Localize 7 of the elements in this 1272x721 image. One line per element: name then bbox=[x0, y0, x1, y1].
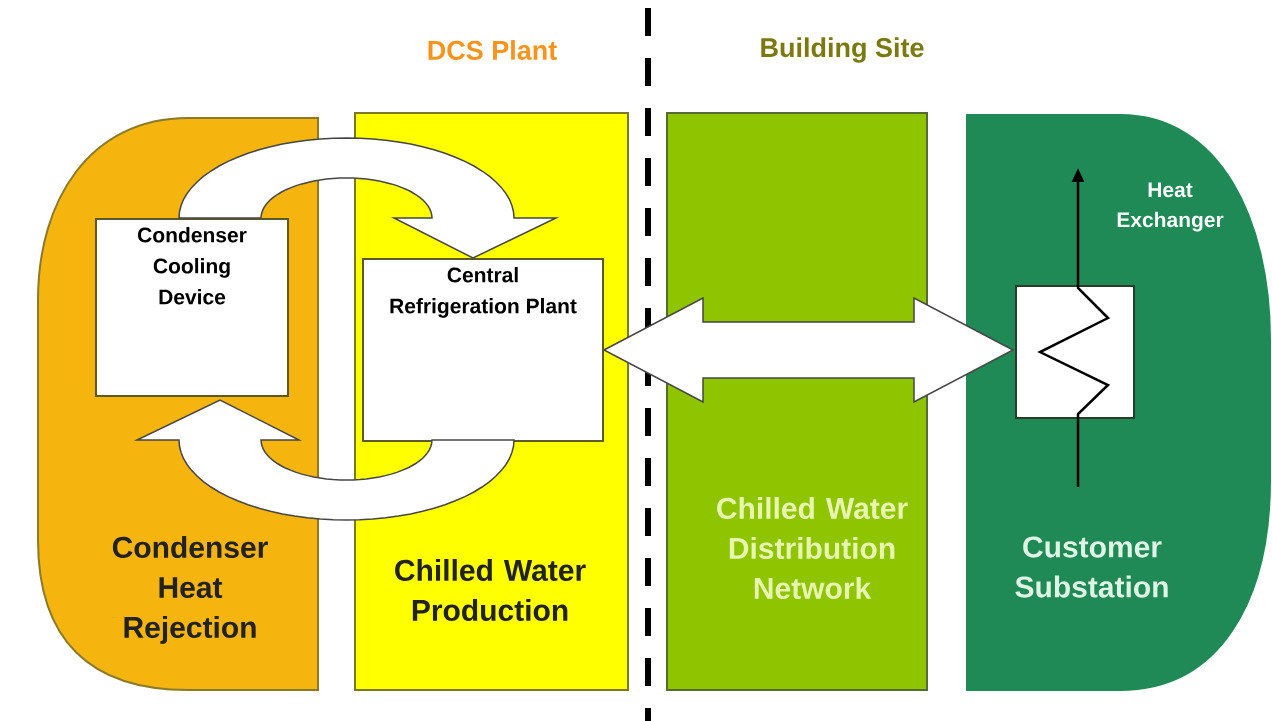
section-heading: DCS Plant bbox=[428, 40, 557, 60]
process-box: Central Refrigeration Plant bbox=[362, 258, 604, 442]
block-arrow bbox=[133, 399, 515, 521]
block-arrow bbox=[178, 137, 560, 259]
process-box: Condenser Cooling Device bbox=[95, 218, 289, 397]
section-heading: Building Site bbox=[761, 37, 924, 63]
heat-exchanger-label: Heat Exchanger bbox=[1117, 182, 1224, 232]
